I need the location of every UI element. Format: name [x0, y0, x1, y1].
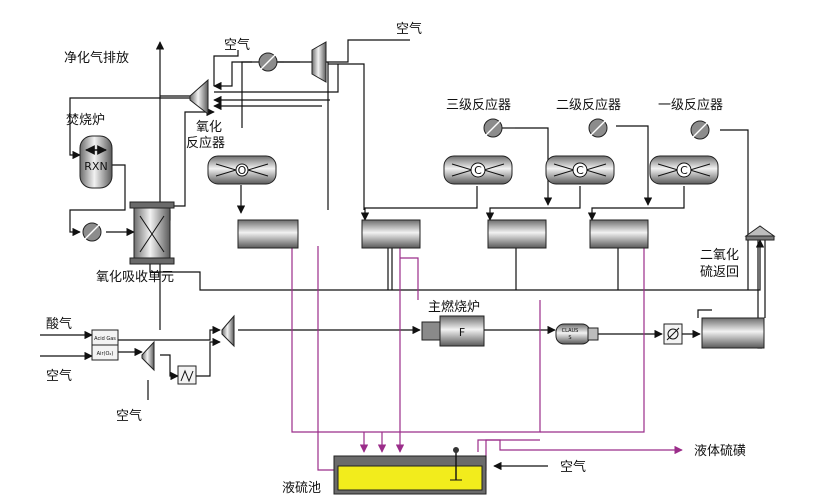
condenser-stage2	[487, 219, 547, 249]
mixer-acid-label: Acid Gas	[94, 336, 116, 342]
label-air-bottom: 空气	[116, 408, 142, 424]
claus-s-label: S	[568, 335, 571, 341]
stage3-reactor: C	[443, 155, 513, 185]
stage3-reactor-mark: C	[474, 164, 482, 177]
label-sulfur-pit: 液硫池	[282, 481, 321, 496]
label-oxidation-absorber: 氧化吸收单元	[96, 270, 174, 285]
condenser-stage1	[589, 219, 649, 249]
label-liquid-sulfur: 液体硫磺	[694, 444, 746, 459]
claus-label: CLAUS	[562, 328, 579, 334]
rxn-label: RXN	[84, 160, 107, 173]
feed-mixer	[221, 314, 235, 348]
label-main-burner: 主燃烧炉	[428, 299, 480, 315]
air-filter	[177, 365, 197, 385]
heater-stage1	[690, 120, 710, 140]
oxidation-absorber	[129, 201, 175, 265]
label-incinerator: 焚烧炉	[66, 113, 105, 128]
label-stage1-reactor: 一级反应器	[658, 97, 723, 113]
label-air-top-right: 空气	[396, 21, 422, 37]
stage1-reactor: C	[649, 155, 719, 185]
heater-top	[258, 52, 278, 72]
oxidation-reactor-mark: O	[238, 164, 247, 177]
label-oxidation-reactor-1: 氧化	[196, 120, 222, 135]
so2-return-cap	[744, 225, 776, 237]
label-purified-gas-vent: 净化气排放	[64, 50, 129, 66]
waste-heat-boiler	[701, 317, 765, 349]
liquid-sulfur-lines	[291, 246, 683, 471]
sulfur-pit	[333, 447, 487, 495]
label-stage2-reactor: 二级反应器	[556, 97, 621, 113]
main-burner: F	[421, 315, 485, 347]
top-compressor	[311, 41, 327, 83]
so2-return-cap-base	[745, 235, 775, 241]
condenser-oxidation	[237, 219, 299, 249]
label-air-left: 空气	[46, 368, 72, 384]
claus-unit: CLAUS S	[555, 323, 599, 345]
feed-ratio-box: Acid Gas Air(O₂)	[91, 329, 119, 361]
vent-compressor	[189, 78, 209, 116]
label-acid-gas: 酸气	[46, 316, 72, 332]
stage2-reactor: C	[545, 155, 615, 185]
main-burner-mark: F	[459, 326, 465, 339]
air-mixer	[141, 340, 155, 372]
stage1-reactor-mark: C	[680, 164, 688, 177]
label-stage3-reactor: 三级反应器	[446, 97, 511, 113]
heat-exchanger	[663, 323, 683, 345]
incinerator-rxn: RXN	[79, 135, 113, 189]
label-so2-return-2: 硫返回	[700, 265, 739, 280]
stage2-reactor-mark: C	[576, 164, 584, 177]
label-so2-return-1: 二氧化	[700, 248, 739, 263]
condenser-stage3	[361, 219, 421, 249]
heater-stage2	[588, 118, 608, 138]
label-air-top-left: 空气	[224, 37, 250, 53]
label-oxidation-reactor-2: 反应器	[186, 135, 225, 151]
mixer-air-label: Air(O₂)	[97, 351, 114, 357]
label-air-pool: 空气	[560, 459, 586, 475]
oxidation-reactor: O	[207, 155, 277, 185]
heater-incinerator	[82, 222, 102, 242]
heater-stage3	[483, 118, 503, 138]
